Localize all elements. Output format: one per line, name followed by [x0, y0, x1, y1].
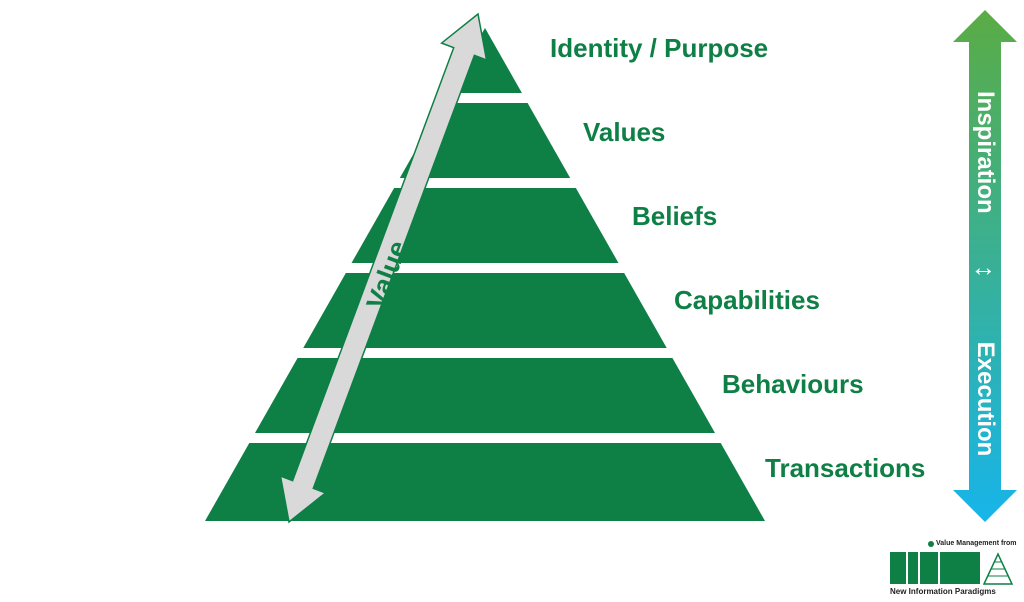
- level-label-identity-purpose: Identity / Purpose: [550, 33, 769, 63]
- logo-tagline: Value Management from: [936, 540, 1017, 547]
- level-label-transactions: Transactions: [765, 453, 926, 483]
- nip-logo: Value Management from New Information Pa…: [888, 540, 1018, 600]
- nip-logo-mark: [890, 541, 1014, 585]
- inspiration-label: Inspiration: [972, 91, 999, 214]
- execution-label: Execution: [972, 341, 999, 457]
- pyramid-levels: [205, 28, 765, 521]
- pyramid-band-transactions: [205, 443, 765, 521]
- level-label-behaviours: Behaviours: [722, 369, 864, 399]
- pyramid-band-behaviours: [254, 358, 716, 433]
- value-arrow-shape: [279, 12, 488, 524]
- level-label-beliefs: Beliefs: [632, 201, 718, 231]
- pyramid-band-capabilities: [303, 273, 667, 348]
- level-label-capabilities: Capabilities: [674, 285, 820, 315]
- double-arrow-icon: ↕: [970, 265, 1001, 278]
- logo-company-name: New Information Paradigms: [890, 587, 996, 596]
- inspiration-execution-arrow: [953, 10, 1017, 522]
- level-label-values: Values: [583, 117, 666, 147]
